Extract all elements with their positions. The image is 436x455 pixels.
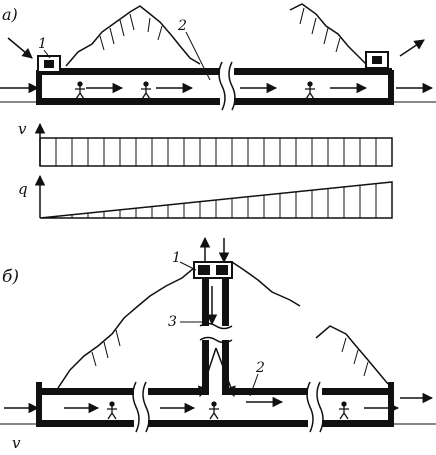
callout-2-a: 2: [177, 18, 187, 34]
tunnel-airflow-arrows-b: [4, 392, 434, 414]
flowrate-diagram-a: q: [18, 174, 393, 219]
tunnel-breaks-b: [132, 381, 324, 433]
callout-1-b: 1: [172, 250, 181, 266]
callout-1-b-leader: [179, 261, 197, 271]
callout-1-a: 1: [38, 36, 47, 52]
fan-unit-shaft-b: [193, 261, 233, 279]
panel-a-label: a): [2, 5, 18, 24]
tunnel-floor-a: [40, 98, 392, 105]
fan-unit-left-a: [37, 55, 61, 73]
mountain-b-hatch: [91, 329, 369, 377]
portal-right-a: [388, 70, 394, 105]
hill-left-a: [65, 5, 201, 67]
tunnel-floor-b: [40, 420, 392, 427]
panel-b-label: б): [2, 267, 19, 287]
callout-2-a-leader: [185, 31, 211, 81]
person-icons-a: [75, 81, 315, 100]
hill-left-a-hatch: [99, 13, 163, 51]
velocity-diagram-a: v: [18, 120, 393, 167]
axis-v-label-b: v: [12, 434, 21, 452]
hill-right-a: [289, 3, 367, 65]
vertical-shaft-b: [199, 276, 233, 390]
portal-right-b: [388, 382, 394, 427]
axis-q-label-a: q: [18, 180, 28, 198]
panel-a: a): [0, 3, 436, 111]
tunnel-roof-a: [40, 68, 392, 75]
hill-b-right: [315, 325, 389, 385]
portal-left-b: [36, 382, 42, 427]
person-icons-b: [107, 401, 349, 420]
callout-1-a-leader: [43, 49, 51, 59]
panel-b: б): [0, 236, 436, 452]
axis-v-label-a: v: [18, 120, 27, 138]
hill-right-a-hatch: [299, 7, 341, 53]
callout-2-b: 2: [255, 360, 265, 376]
callout-3-b: 3: [168, 314, 177, 330]
fan-unit-right-a: [365, 51, 389, 69]
airflow-arrows-a: [0, 37, 434, 94]
mountain-b-left: [57, 261, 201, 389]
mountain-b-right: [231, 261, 301, 307]
tunnel-break-a: [218, 61, 236, 111]
